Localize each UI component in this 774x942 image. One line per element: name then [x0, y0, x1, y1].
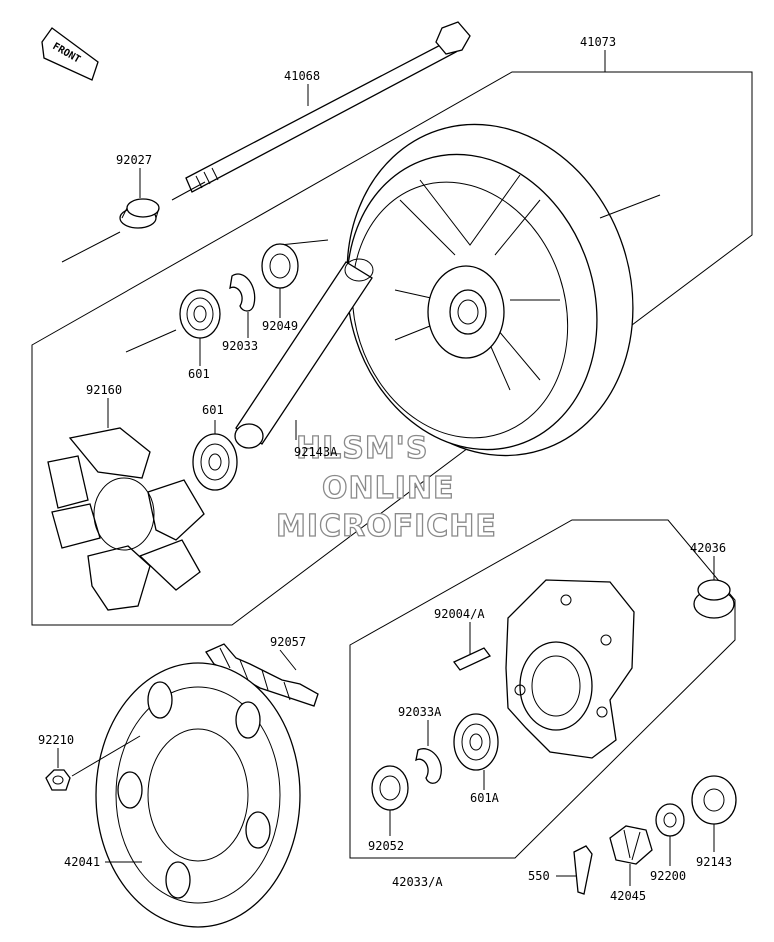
bearing-601-mid [192, 433, 238, 491]
label-92027: 92027 [116, 153, 152, 167]
label-92004a: 92004/A [434, 607, 485, 621]
watermark-line-1: HLSM'S [296, 431, 428, 466]
cotter-pin [573, 845, 593, 895]
label-92160: 92160 [86, 383, 122, 397]
collar-92143 [691, 775, 737, 825]
castle-nut [609, 825, 653, 865]
label-42036: 42036 [690, 541, 726, 555]
label-601-mid: 601 [202, 403, 224, 417]
bearing-601a [453, 713, 499, 771]
washer-92200 [655, 803, 685, 837]
label-92033: 92033 [222, 339, 258, 353]
wheel-rim [346, 123, 634, 457]
label-92143: 92143 [696, 855, 732, 869]
collar-92027 [119, 198, 160, 229]
label-92210: 92210 [38, 733, 74, 747]
label-42041: 42041 [64, 855, 100, 869]
label-92143a: 92143A [294, 445, 338, 459]
label-92057: 92057 [270, 635, 306, 649]
oil-seal-92052 [371, 765, 409, 811]
label-601a: 601A [470, 791, 500, 805]
nut-92210 [45, 769, 71, 791]
axle-shaft [185, 21, 471, 193]
front-arrow-icon: FRONT [41, 27, 99, 81]
label-92200: 92200 [650, 869, 686, 883]
watermark-line-3: MICROFICHE [276, 509, 497, 544]
label-550: 550 [528, 869, 550, 883]
label-41068: 41068 [284, 69, 320, 83]
oil-seal-92049 [261, 243, 299, 289]
label-42033a: 42033/A [392, 875, 443, 889]
circlip-92033a [415, 748, 442, 784]
stud-92004a [452, 647, 492, 671]
label-92033a: 92033A [398, 705, 442, 719]
label-92052: 92052 [368, 839, 404, 853]
label-42045: 42045 [610, 889, 646, 903]
collar-42036 [693, 579, 735, 619]
watermark-line-2: ONLINE [322, 471, 455, 506]
hub-assembly-outline [349, 519, 736, 859]
circlip-92033 [229, 273, 256, 312]
sleeve-92143a [234, 258, 374, 449]
hub-flange [505, 579, 635, 759]
label-92049: 92049 [262, 319, 298, 333]
rubber-damper [47, 427, 205, 611]
label-41073: 41073 [580, 35, 616, 49]
rear-sprocket [95, 662, 301, 928]
label-601-top: 601 [188, 367, 210, 381]
bearing-601-top [179, 289, 221, 339]
wheel-assembly-outline [31, 71, 753, 626]
